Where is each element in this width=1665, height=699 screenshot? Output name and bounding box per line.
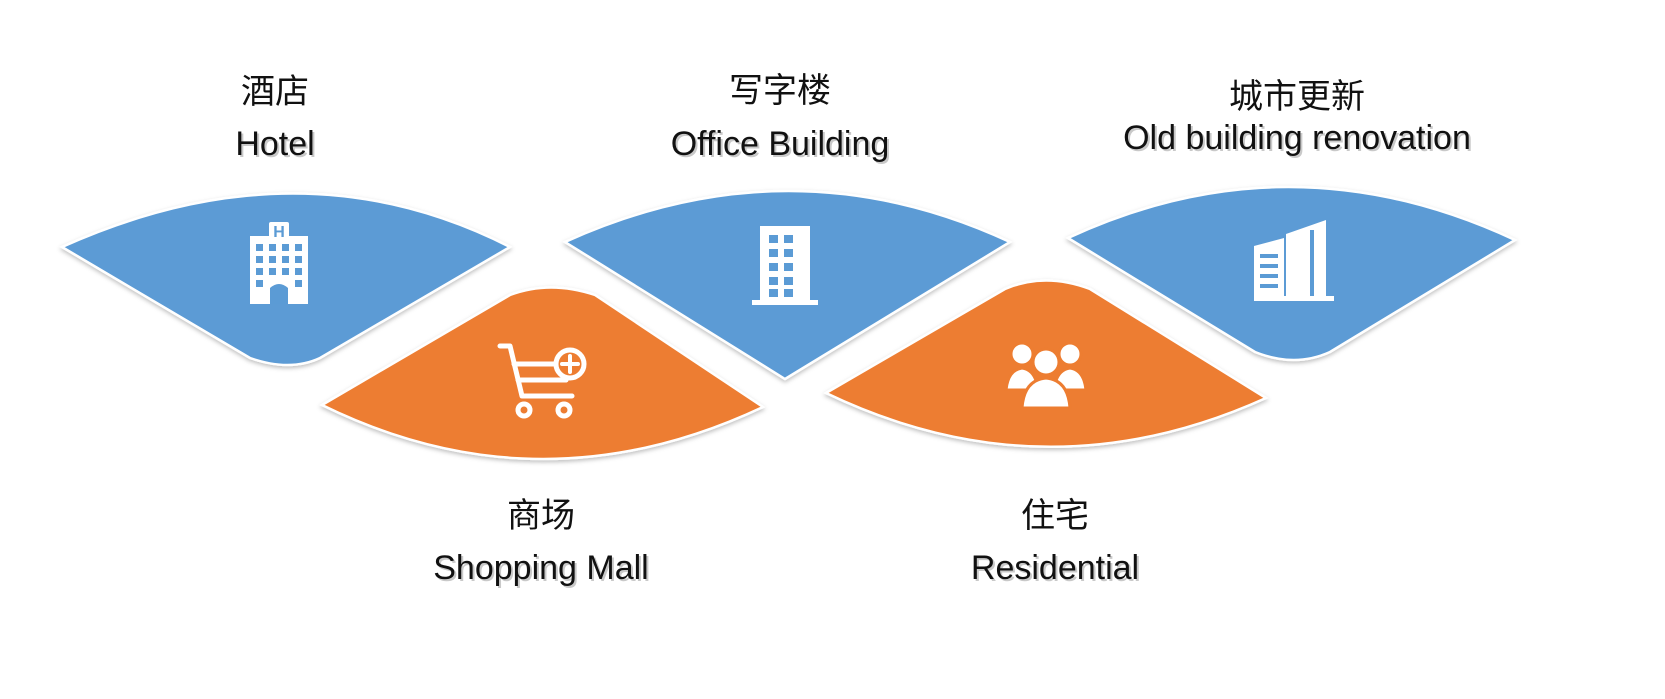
segment-shopping-mall: 商场 Shopping Mall Shopping Mall [319, 286, 766, 589]
shopping-mall-label-cn: 商场 [507, 496, 575, 536]
office-building-label-cn: 写字楼 [729, 71, 831, 111]
segment-residential: 住宅 Residential Residential [823, 279, 1269, 589]
office-building-label-en-shadow: Office Building [673, 127, 892, 165]
hotel-building-icon: H [250, 222, 308, 304]
hotel-label-en-shadow: Hotel [237, 127, 316, 165]
segment-old-building-renovation: 城市更新 Old building renovation Old buildin… [1065, 77, 1518, 362]
segment-shopping-mall-label: 商场 Shopping Mall Shopping Mall [433, 496, 650, 589]
residential-label-en: Residential [971, 549, 1139, 587]
svg-text:H: H [273, 224, 285, 241]
segment-residential-label: 住宅 Residential Residential [971, 496, 1141, 589]
office-building-icon [752, 226, 818, 305]
hotel-label-en: Hotel [235, 125, 314, 163]
residential-label-en-shadow: Residential [973, 551, 1141, 589]
office-building-label-en: Office Building [671, 125, 890, 163]
old-building-renovation-label-en-shadow: Old building renovation [1125, 121, 1473, 159]
old-building-renovation-label-cn: 城市更新 [1229, 77, 1365, 117]
segment-hotel: H 酒店 Hotel Hotel [59, 72, 513, 367]
segment-office-building-label: 写字楼 Office Building Office Building [671, 71, 892, 165]
skyscraper-icon [1254, 220, 1334, 301]
shopping-mall-label-en: Shopping Mall [433, 549, 648, 587]
segment-office-building: 写字楼 Office Building Office Building [562, 71, 1013, 381]
hotel-label-cn: 酒店 [241, 72, 309, 112]
shopping-cart-plus-icon [497, 343, 587, 419]
old-building-renovation-label-en: Old building renovation [1123, 119, 1471, 157]
shopping-mall-label-en-shadow: Shopping Mall [435, 551, 650, 589]
people-group-icon [1004, 341, 1088, 410]
residential-label-cn: 住宅 [1021, 496, 1089, 536]
segment-old-building-renovation-label: 城市更新 Old building renovation Old buildin… [1123, 77, 1473, 159]
segment-shopping-mall-shape [319, 286, 766, 461]
segment-hotel-label: 酒店 Hotel Hotel [235, 72, 316, 165]
